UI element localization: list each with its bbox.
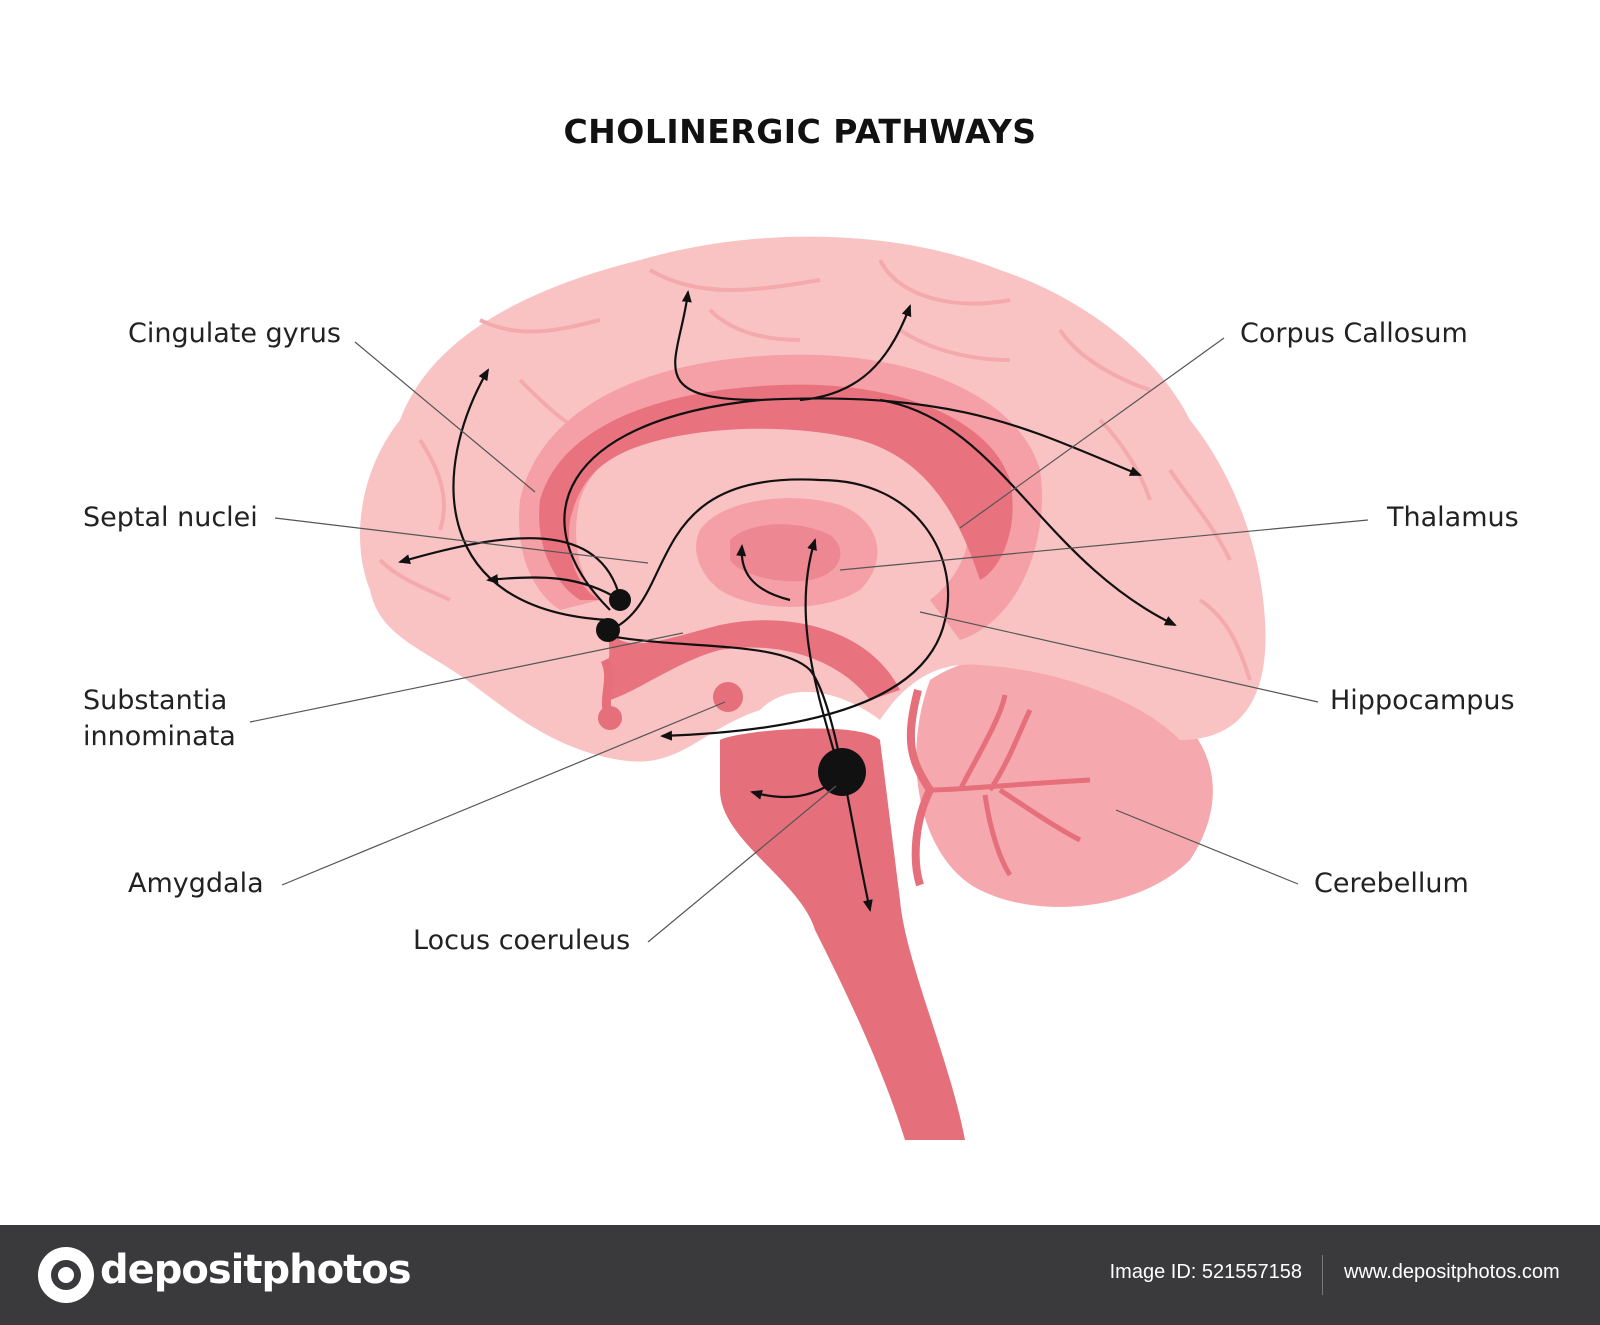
cerebral-cortex	[360, 236, 1266, 762]
nucleus-septal	[609, 589, 631, 611]
amygdala-shape	[713, 682, 743, 712]
label-corpus-callosum: Corpus Callosum	[1240, 318, 1468, 349]
footer-bar: depositphotos Image ID: 521557158 www.de…	[0, 1225, 1600, 1325]
label-thalamus: Thalamus	[1387, 502, 1519, 533]
label-locus-coeruleus: Locus coeruleus	[413, 925, 631, 956]
site-link[interactable]: www.depositphotos.com	[1344, 1261, 1560, 1283]
gyri-lines	[378, 259, 1252, 681]
label-cerebellum: Cerebellum	[1314, 868, 1469, 899]
label-amygdala: Amygdala	[128, 868, 264, 899]
fornix-hippocampus	[600, 620, 900, 700]
label-substantia-innominata-line1: Substantia	[83, 685, 228, 716]
camera-logo-icon	[38, 1247, 94, 1303]
label-substantia-innominata-line2: innominata	[83, 721, 236, 752]
label-hippocampus: Hippocampus	[1330, 685, 1515, 716]
page-title: CHOLINERGIC PATHWAYS	[563, 112, 1037, 151]
label-cingulate-gyrus: Cingulate gyrus	[128, 318, 341, 349]
image-id: Image ID: 521557158	[1109, 1261, 1302, 1283]
label-septal-nuclei: Septal nuclei	[83, 502, 258, 533]
brand-logo[interactable]: depositphotos	[100, 1247, 412, 1293]
leader-lines	[249, 337, 1369, 943]
footer-divider	[1322, 1255, 1323, 1295]
nucleus-substantia	[596, 618, 620, 642]
cholinergic-pathways	[398, 290, 1177, 912]
nucleus-locus-coeruleus	[818, 748, 866, 796]
cerebellum-arbor	[929, 694, 1091, 877]
